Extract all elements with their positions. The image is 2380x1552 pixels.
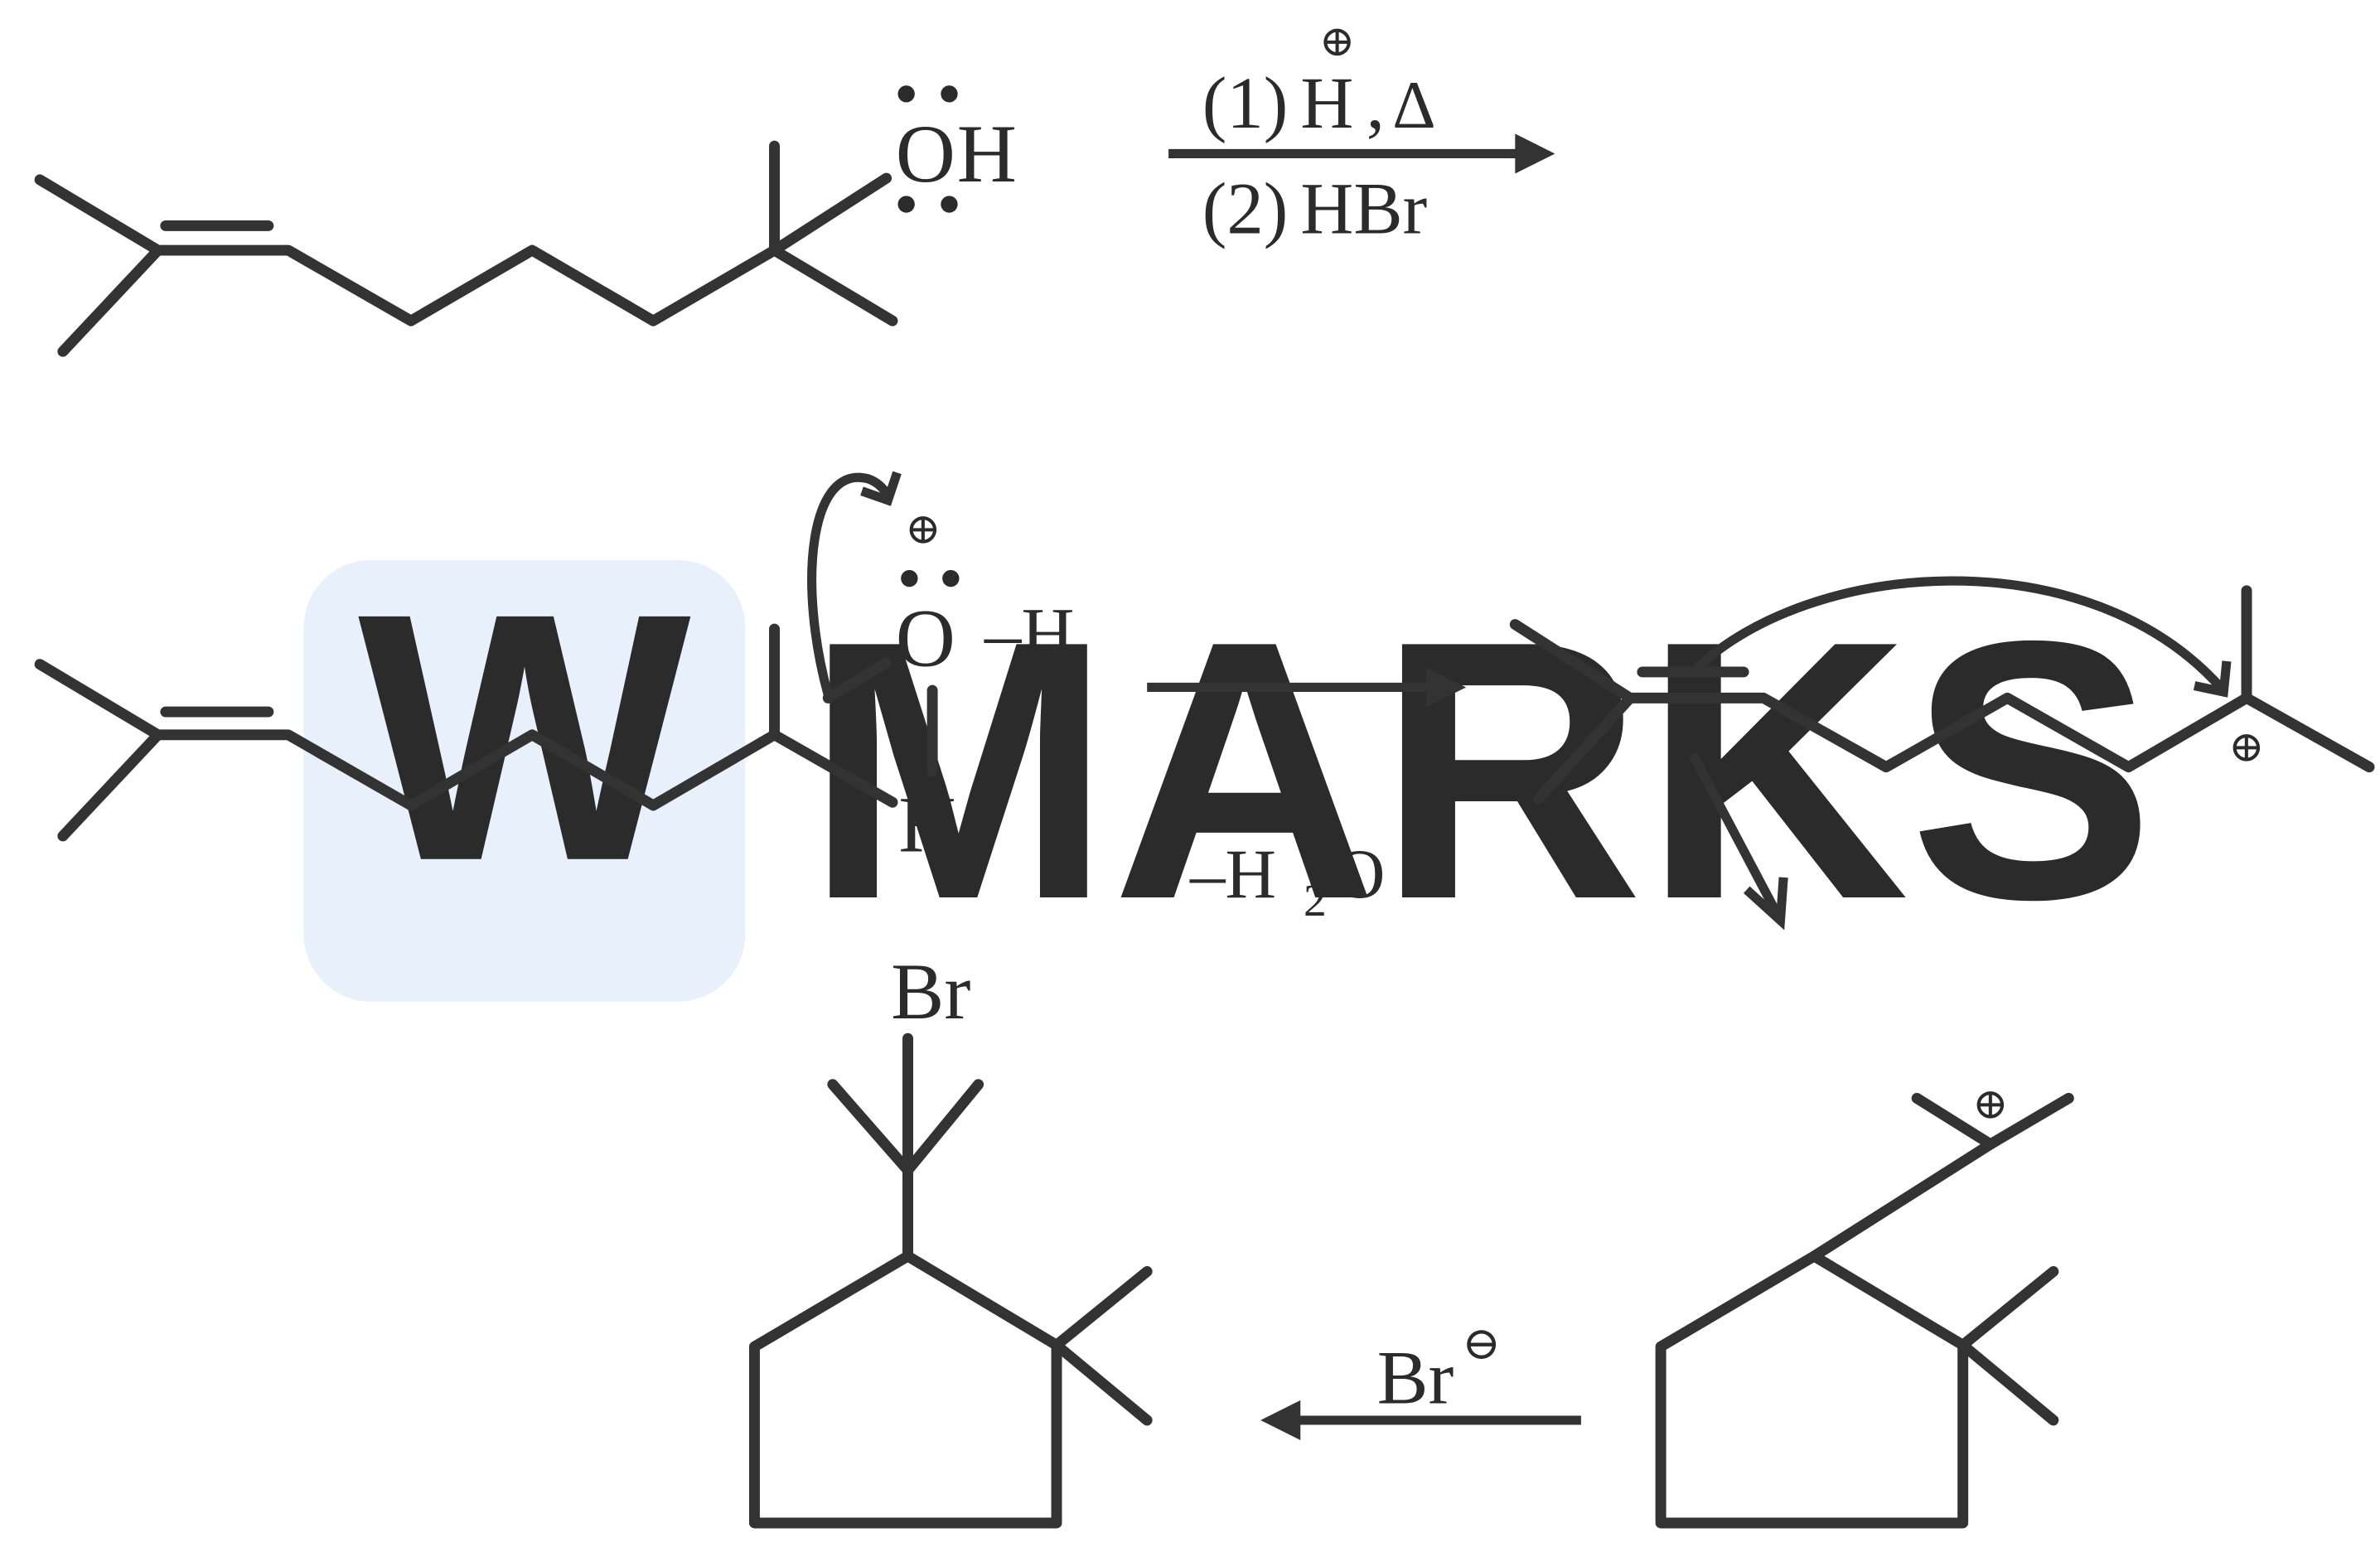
reagent-hbr: HBr	[1300, 169, 1427, 250]
gem-methyl-bond	[1957, 1266, 2059, 1351]
methyl-bond	[1911, 1092, 1996, 1150]
cyclopentane-ring	[748, 1250, 1062, 1529]
methyl-bond	[902, 1079, 984, 1176]
reagent-step-1-label: (1)	[1202, 63, 1289, 144]
methyl-bond	[1532, 692, 1636, 805]
molecule-tertiary-carbocation: ⊕	[1509, 576, 2375, 931]
gem-methyl-bond	[1051, 1339, 1153, 1426]
c-o-bond	[822, 657, 892, 703]
gem-methyl-bond	[1957, 1339, 2059, 1426]
curved-arrowhead	[2193, 660, 2232, 698]
methyl-bond	[1985, 1092, 2074, 1150]
reaction-arrow-step1: (1) H , Δ ⊕ (2) HBr	[1168, 18, 1555, 250]
down-arrow-head	[1744, 877, 1788, 931]
oxonium-plus-charge: ⊕	[905, 505, 941, 553]
minus-water-h: –H	[1189, 835, 1276, 913]
lone-pair-dots	[897, 85, 958, 213]
reagent-step-2-label: (2)	[1202, 169, 1289, 250]
carbon-chain	[34, 174, 898, 326]
cyclopentane-ring	[1655, 1250, 1969, 1529]
carbon-chain	[34, 659, 898, 811]
oxonium-h-lower: H	[898, 780, 956, 868]
oxonium-h-right: –H	[984, 593, 1075, 674]
curved-arrow-cyclization	[1692, 576, 2224, 691]
arrow-head	[1425, 667, 1467, 708]
gem-methyl-bond	[1051, 1266, 1153, 1351]
oxonium-oxygen: O	[896, 592, 955, 684]
ring-to-cation-bond	[1808, 1139, 1996, 1262]
molecule-product-alkyl-bromide: Br	[748, 947, 1153, 1529]
reagent-proton: H	[1300, 63, 1353, 144]
arrow-head	[1260, 1400, 1301, 1441]
reaction-arrow-step3: Br ⊖	[1260, 1319, 1581, 1441]
watermark-badge	[303, 559, 746, 1002]
heat-symbol: Δ	[1271, 698, 1314, 773]
carbon-chain	[1509, 619, 2375, 773]
hydroxyl-hydrogen: H	[957, 108, 1017, 200]
carbocation-plus-charge: ⊕	[2228, 723, 2264, 771]
lone-pair-dots	[901, 569, 960, 587]
minus-water-subscript: 2	[1304, 876, 1327, 926]
molecule-cyclic-carbocation: ⊕	[1655, 1081, 2074, 1529]
curved-arrow-leaving-group	[807, 472, 892, 697]
watermark-text: MARKS	[805, 565, 2155, 976]
reagent-heat: Δ	[1392, 67, 1435, 143]
product-bromine: Br	[891, 947, 970, 1036]
watermark: W MARKS	[303, 541, 2155, 1002]
c-o-bond	[769, 172, 892, 256]
proton-plus-charge: ⊕	[1319, 18, 1355, 65]
reagent-separator: ,	[1367, 63, 1385, 144]
molecule-protonated-alcohol: O –H H ⊕	[34, 471, 1075, 868]
hydroxyl-oxygen: O	[896, 108, 955, 200]
methyl-bond	[57, 729, 164, 842]
curved-arrowhead	[860, 471, 902, 506]
cyclic-carbocation-plus-charge: ⊕	[1972, 1081, 2008, 1128]
bromide-minus-charge: ⊖	[1462, 1319, 1501, 1370]
molecule-starting-alcohol: O H	[34, 85, 1017, 357]
reaction-arrow-step2: Δ –H 2 O	[1147, 667, 1467, 926]
down-arrow-shaft	[1689, 752, 1783, 920]
minus-water-o: O	[1334, 835, 1385, 913]
methyl-bond	[827, 1079, 913, 1176]
methyl-bond	[57, 244, 164, 357]
bromide-reagent: Br	[1377, 1337, 1454, 1421]
arrow-head	[1515, 133, 1555, 174]
